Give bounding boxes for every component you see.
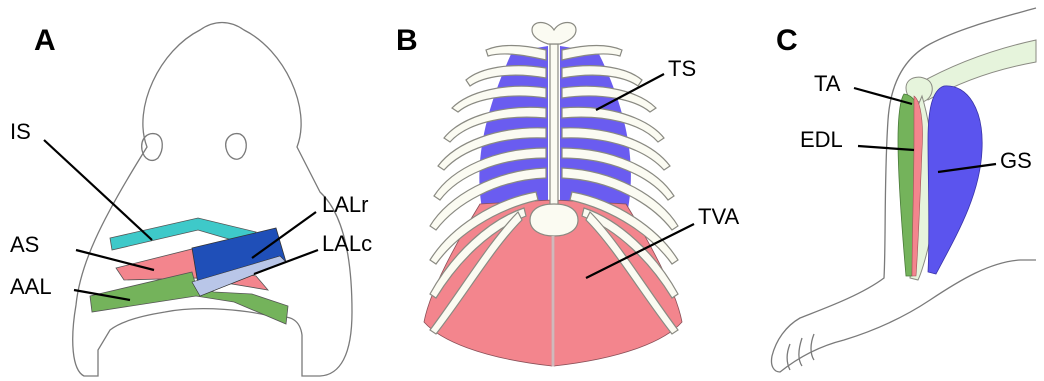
panel-c: C TA EDL GS bbox=[771, 8, 1036, 372]
toe-3 bbox=[811, 334, 814, 360]
xiphoid bbox=[530, 204, 578, 236]
tva-label: TVA bbox=[698, 204, 739, 229]
lalr-label: LALr bbox=[322, 192, 368, 217]
ta-label: TA bbox=[814, 71, 841, 96]
ts-label: TS bbox=[668, 56, 696, 81]
manubrium bbox=[532, 23, 576, 45]
gs-label: GS bbox=[1000, 148, 1032, 173]
toe-2 bbox=[799, 338, 802, 366]
gs-muscle bbox=[928, 86, 982, 274]
femur bbox=[918, 40, 1036, 100]
lalc-label: LALc bbox=[322, 231, 372, 256]
panel-b: B bbox=[396, 23, 739, 367]
is-label: IS bbox=[10, 119, 31, 144]
panel-a-letter: A bbox=[34, 24, 56, 57]
aal-label: AAL bbox=[10, 274, 52, 299]
edl-label: EDL bbox=[800, 127, 843, 152]
as-label: AS bbox=[10, 232, 39, 257]
panel-c-letter: C bbox=[776, 24, 798, 57]
as-leader-line bbox=[76, 250, 154, 270]
right-eye bbox=[226, 134, 247, 160]
sternum bbox=[550, 44, 558, 214]
panel-b-letter: B bbox=[396, 24, 418, 57]
is-leader-line bbox=[44, 140, 152, 240]
panel-a: A IS AS AAL LALr LALc bbox=[10, 23, 372, 377]
head-outline bbox=[73, 23, 352, 377]
left-eye bbox=[142, 134, 163, 161]
